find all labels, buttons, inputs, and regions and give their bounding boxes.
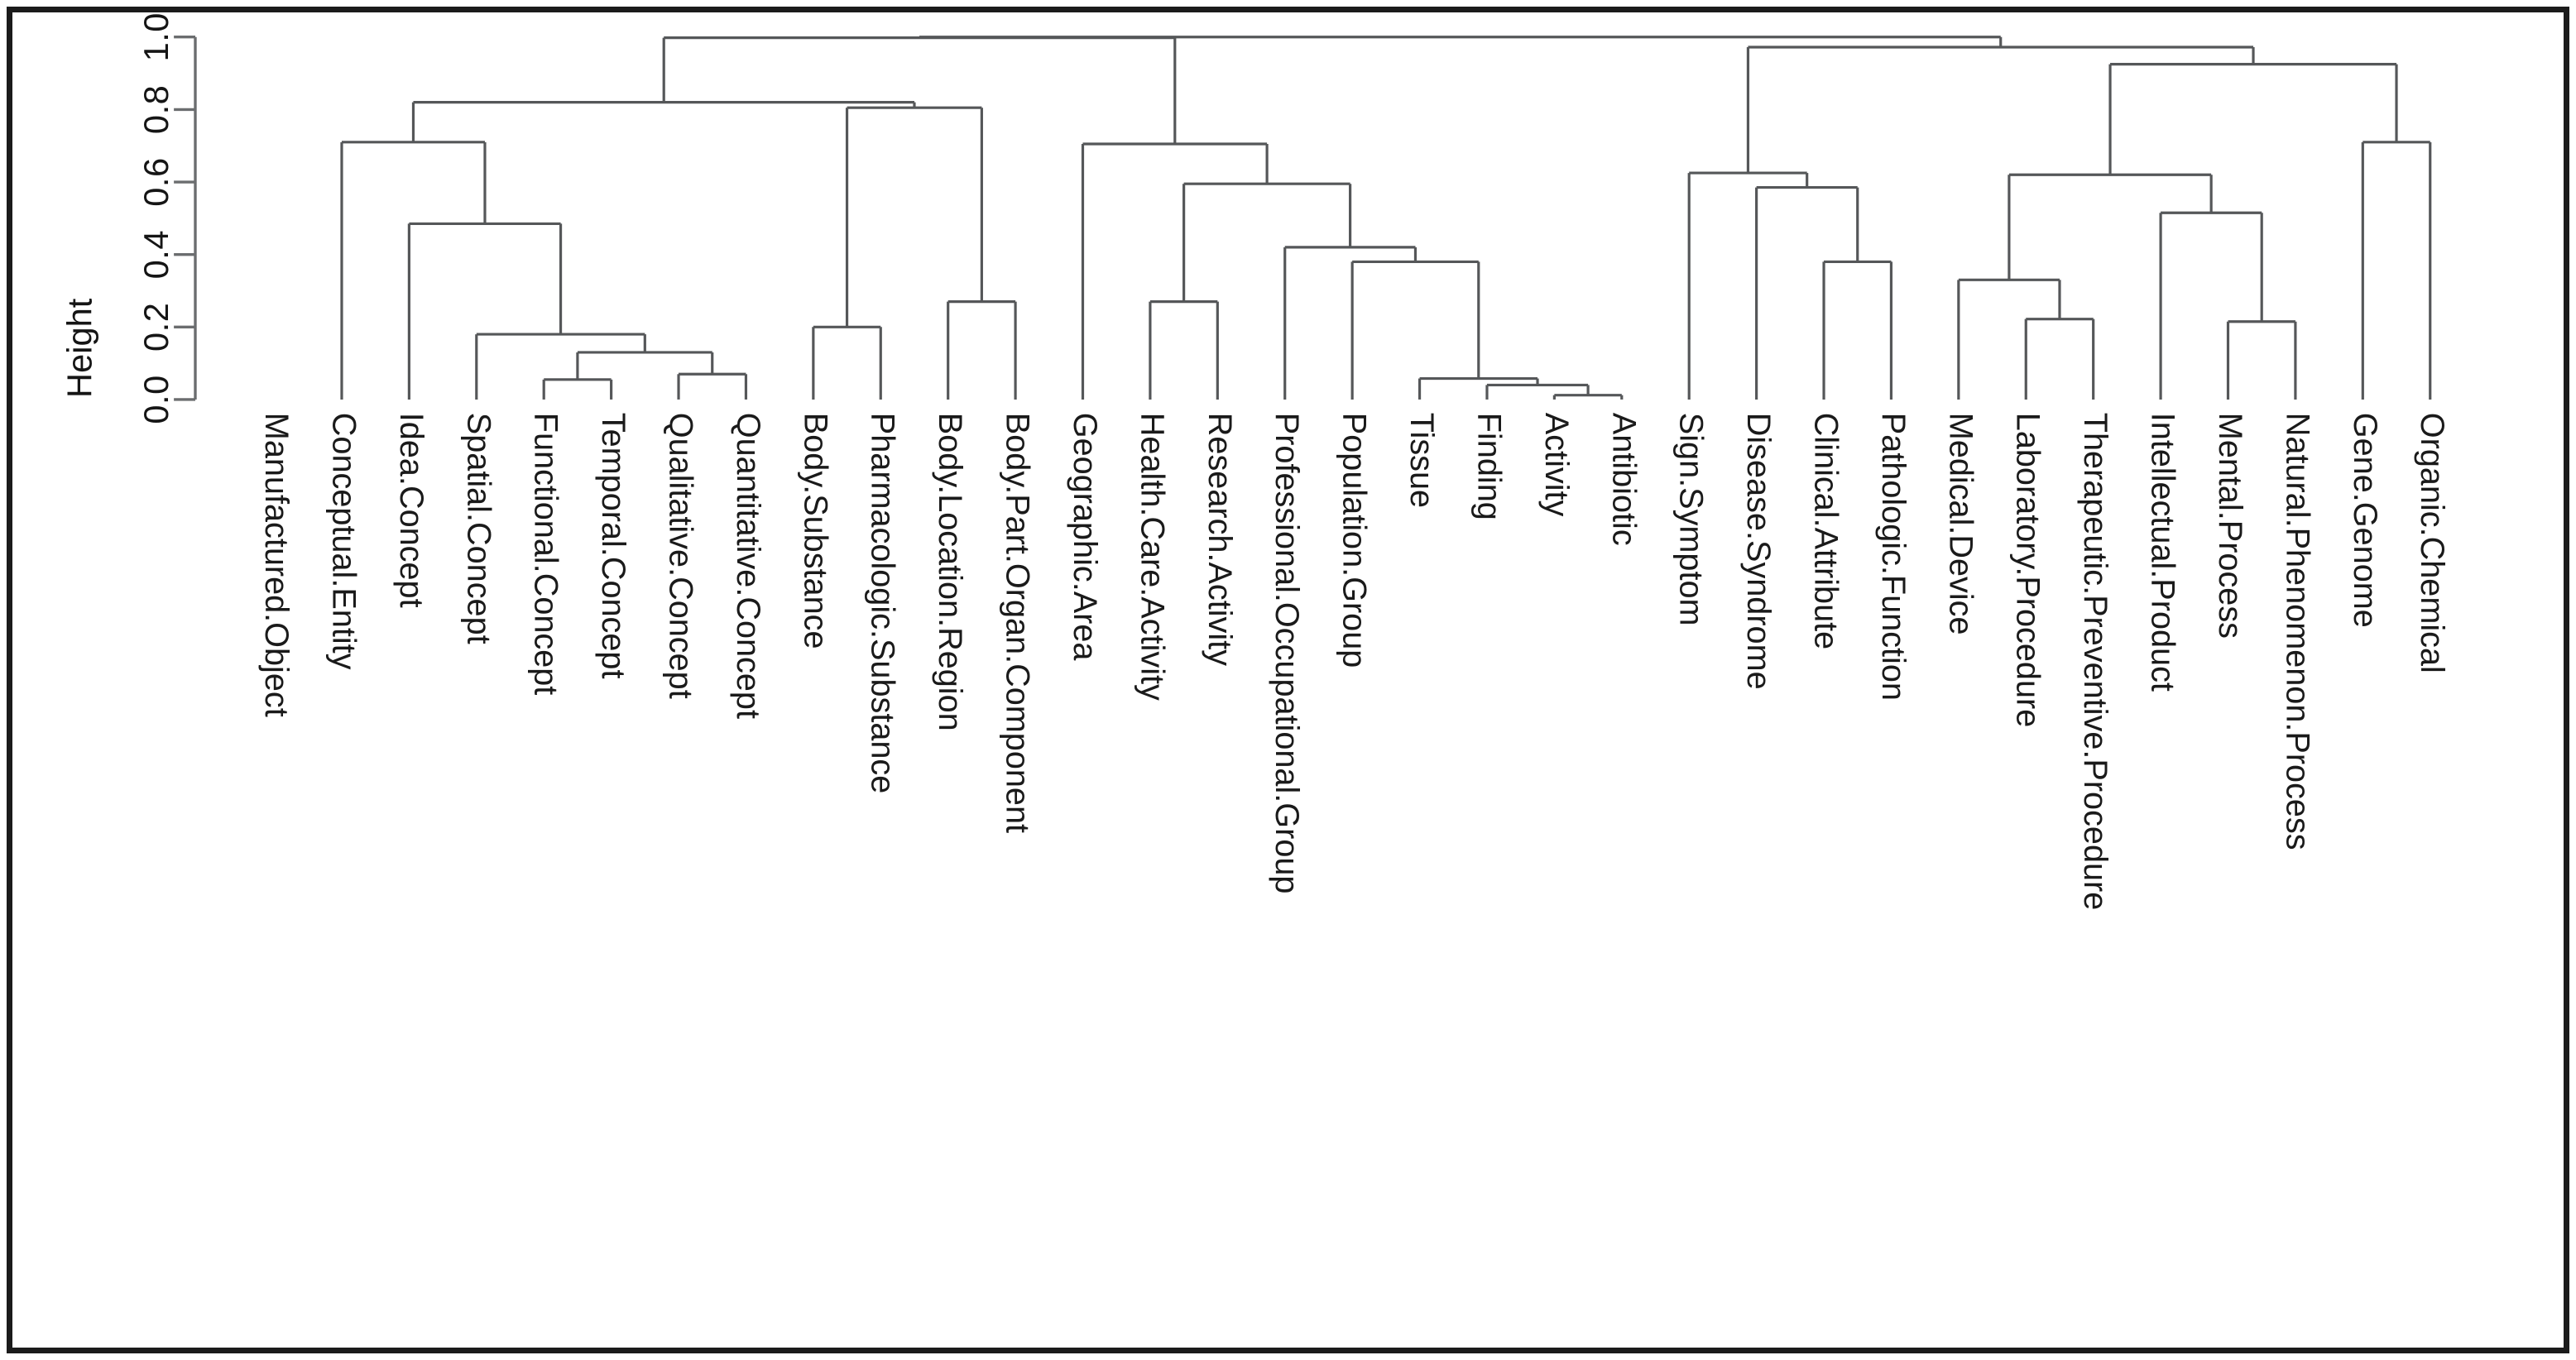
leaf-label: Population.Group [1336, 413, 1373, 668]
leaf-label: Therapeutic.Preventive.Procedure [2077, 413, 2113, 910]
leaf-label: Geographic.Area [1067, 413, 1103, 662]
leaf-label: Intellectual.Product [2145, 413, 2181, 692]
leaf-label: Antibiotic [1605, 413, 1642, 546]
leaf-label: Conceptual.Entity [325, 413, 362, 670]
leaf-label: Tissue [1403, 413, 1440, 508]
dendrogram-plot: 0.0 0.2 0.4 0.6 0.8 1.0HeightManufactured.Obj… [60, 12, 2450, 910]
leaf-label: Laboratory.Procedure [2010, 413, 2046, 727]
y-axis-tick-label: 1.0 [137, 12, 175, 61]
leaf-label: Clinical.Attribute [1807, 413, 1844, 649]
leaf-label: Pathologic.Function [1875, 413, 1912, 701]
leaf-label: Health.Care.Activity [1134, 413, 1170, 701]
leaf-label: Body.Substance [797, 413, 833, 649]
leaf-label: Medical.Device [1942, 413, 1979, 635]
leaf-label: Pharmacologic.Substance [865, 413, 901, 794]
leaf-label: Activity [1538, 413, 1575, 517]
leaf-label: Functional.Concept [528, 413, 564, 696]
y-axis-tick-label: 0.6 [137, 157, 175, 206]
leaf-label: Disease.Syndrome [1740, 413, 1777, 690]
y-axis-tick-label: 0.2 [137, 303, 175, 352]
y-axis-tick-label: 0.8 [137, 85, 175, 134]
leaf-label: Temporal.Concept [595, 413, 631, 679]
leaf-label: Body.Location.Region [932, 413, 968, 731]
y-axis-tick-label: 0.4 [137, 230, 175, 279]
y-axis-tick-label: 0.0 [137, 375, 175, 424]
leaf-label: Quantitative.Concept [730, 413, 766, 719]
leaf-label: Research.Activity [1202, 413, 1238, 666]
leaf-label: Organic.Chemical [2414, 413, 2450, 673]
leaf-label: Natural.Phenomenon.Process [2279, 413, 2315, 850]
leaf-label: Mental.Process [2212, 413, 2248, 639]
y-axis-title: Height [60, 298, 98, 398]
leaf-label: Qualitative.Concept [662, 413, 698, 699]
leaf-label: Manufactured.Object [258, 413, 295, 717]
leaf-label: Finding [1470, 413, 1507, 520]
leaf-label: Professional.Occupational.Group [1269, 413, 1305, 894]
y-axis: 0.0 0.2 0.4 0.6 0.8 1.0 [137, 12, 197, 424]
leaf-label: Body.Part.Organ.Component [1000, 413, 1036, 833]
leaf-label: Sign.Symptom [1673, 413, 1710, 626]
leaf-label: Idea.Concept [393, 413, 429, 608]
leaf-label: Gene.Genome [2347, 413, 2383, 628]
leaf-label: Spatial.Concept [460, 413, 496, 644]
